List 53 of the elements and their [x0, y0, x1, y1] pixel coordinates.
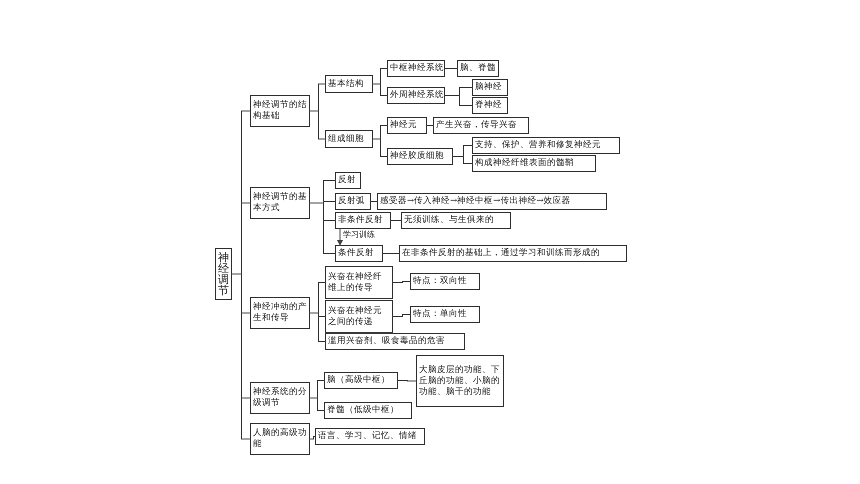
concept-box: 滥用兴奋剂、吸食毒品的危害 [325, 333, 465, 350]
concept-box: 在非条件反射的基础上，通过学习和训练而形成的 [399, 245, 627, 262]
concept-box: 脑神经 [472, 79, 508, 96]
connector-line [426, 125, 434, 126]
arrow [337, 228, 343, 246]
concept-box: 感受器→传入神经→神经中枢→传出神经→效应器 [377, 193, 607, 210]
connector-line [452, 156, 472, 164]
concept-box: 特点：双向性 [410, 273, 480, 290]
concept-box: 神经调节的结构基础 [250, 95, 310, 127]
concept-box: 脊髓（低级中枢） [324, 402, 412, 419]
concept-box: 构成神经纤维表面的髓鞘 [472, 155, 596, 172]
edge-label: 学习训练 [343, 230, 375, 240]
concept-box: 反射弧 [335, 193, 371, 210]
concept-box: 神经冲动的产生和传导 [250, 297, 310, 329]
concept-box: 语言、学习、记忆、情绪 [315, 428, 425, 445]
connector-line [392, 281, 410, 283]
concept-box: 脑、脊髓 [457, 60, 499, 77]
concept-box: 脊神经 [472, 97, 508, 114]
connector-line [310, 398, 324, 411]
concept-box: 脑（高级中枢） [324, 372, 398, 389]
concept-box: 支持、保护、营养和修复神经元 [472, 137, 620, 154]
concept-box: 非条件反射 [335, 212, 391, 229]
connector-line [370, 201, 378, 202]
concept-box: 神经胶质细胞 [387, 148, 453, 165]
concept-box: 特点：单向性 [410, 306, 480, 323]
concept-box: 兴奋在神经元之间的传递 [325, 300, 393, 333]
concept-box: 组成细胞 [325, 130, 373, 148]
connector-line [310, 436, 316, 440]
concept-box: 人脑的高级功能 [250, 423, 310, 455]
concept-box: 外周神经系统 [387, 87, 445, 104]
connector-line [392, 314, 410, 317]
connector-line [398, 380, 416, 382]
connector-line [310, 312, 326, 342]
concept-box: 神经系统的分级调节 [250, 382, 310, 414]
connector-line [372, 138, 388, 157]
concept-box: 基本结构 [325, 75, 373, 93]
concept-box: 兴奋在神经纤维上的传导 [325, 266, 393, 299]
concept-box: 神经调节的基本方式 [250, 187, 310, 219]
connector-line [444, 68, 458, 69]
connector-line [390, 220, 402, 221]
concept-box: 大脑皮层的功能、下丘脑的功能、小脑的功能、脑干的功能 [416, 355, 504, 407]
concept-box: 反射 [335, 172, 361, 189]
connector-line [372, 84, 388, 96]
root-box: 神经调节 [215, 248, 232, 300]
concept-box: 产生兴奋，传导兴奋 [433, 117, 529, 134]
connector-line [232, 274, 250, 440]
connector-line [310, 202, 336, 254]
concept-box: 神经元 [387, 117, 427, 134]
connector-line [382, 253, 400, 254]
concept-box: 无须训练、与生俱来的 [401, 212, 511, 229]
concept-box: 条件反射 [335, 245, 383, 262]
concept-box: 中枢神经系统 [387, 60, 445, 77]
connector-line [444, 95, 472, 106]
